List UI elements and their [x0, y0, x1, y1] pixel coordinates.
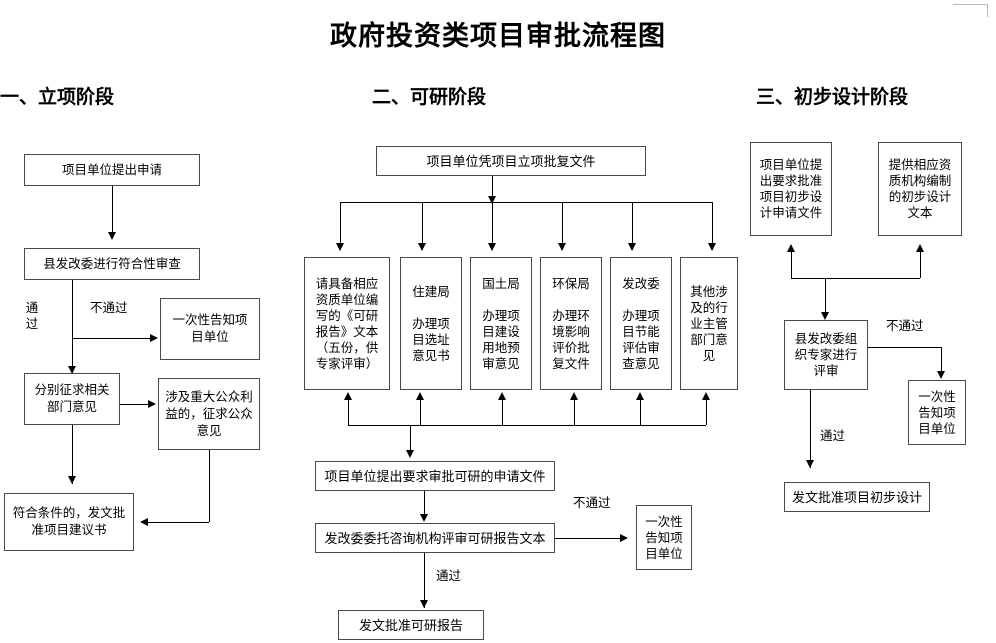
arrowhead-bus-drop-2	[418, 243, 426, 251]
arrowhead-collect-rise-1	[344, 392, 352, 400]
node-stage1-public-opinion[interactable]: 涉及重大公众利 益的，征求公众 意见	[158, 378, 260, 450]
edge-collect-rise-1	[348, 400, 349, 425]
node-stage2-parallel-1[interactable]: 请具备相应 资质单位编 写的《可研 报告》文本 （五份，供 专家评审）	[304, 257, 390, 390]
edge-collect-to-approve	[72, 425, 73, 484]
edge-collect-rise-6	[706, 400, 707, 425]
arrowhead-bus-drop-4	[558, 243, 566, 251]
edge-collect-rise-2	[420, 400, 421, 425]
arrowhead-expert-fail	[620, 534, 628, 542]
arrowhead-join-rise-left	[787, 244, 795, 252]
edge-apply-to-review	[112, 186, 113, 234]
arrowhead-bus-drop-1	[336, 243, 344, 251]
edge-bus-drop-5	[632, 202, 633, 250]
arrowhead-stage3-pass	[806, 460, 814, 468]
edge-public-to-approve-h	[147, 522, 209, 523]
node-stage2-start[interactable]: 项目单位凭项目立项批复文件	[376, 146, 646, 176]
bus-stage3-join	[791, 278, 920, 279]
arrowhead-collect-rise-3	[498, 392, 506, 400]
section-header-stage3: 三、初步设计阶段	[756, 87, 909, 108]
node-stage1-approve-proposal[interactable]: 符合条件的，发文批 准项目建议书	[4, 493, 134, 551]
node-stage2-parallel-6[interactable]: 其他涉 及的行 业主管 部门意 见	[680, 257, 738, 390]
node-stage2-parallel-5[interactable]: 发改委 办理项 目节能 评估审 查意见	[610, 257, 672, 390]
edge-label-stage2-fail: 不通过	[573, 496, 611, 510]
arrowhead-collect-rise-6	[702, 392, 710, 400]
edge-request-to-expert	[424, 491, 425, 517]
edge-join-rise-left	[791, 252, 792, 278]
edge-label-stage3-fail: 不通过	[886, 319, 924, 333]
edge-bus-drop-1	[340, 202, 341, 250]
arrowhead-apply-to-review	[108, 232, 116, 240]
arrowhead-bus-drop-6	[708, 243, 716, 251]
edge-collect-to-public	[120, 404, 150, 405]
node-stage1-notify-once[interactable]: 一次性告知项 目单位	[160, 298, 260, 360]
arrowhead-collect-rise-2	[416, 392, 424, 400]
node-stage2-notify-once[interactable]: 一次性 告知项 目单位	[636, 505, 692, 570]
node-stage3-expert-review[interactable]: 县发改委组 织专家进行 评审	[784, 320, 868, 390]
arrowhead-request-to-expert	[420, 514, 428, 522]
arrowhead-stage3-fail	[937, 371, 945, 379]
edge-bus-drop-2	[422, 202, 423, 250]
node-stage3-notify-once[interactable]: 一次性 告知项 目单位	[908, 380, 966, 445]
arrowhead-review-fail	[150, 334, 158, 342]
bus-stage2-distribute	[340, 202, 712, 203]
arrowhead-collect-rise-4	[570, 392, 578, 400]
page-corner-mark	[953, 4, 988, 17]
node-stage2-parallel-4[interactable]: 环保局 办理环 境影响 评价批 复文件	[540, 257, 602, 390]
edge-collect-rise-4	[574, 400, 575, 425]
arrowhead-collect-to-approve	[68, 476, 76, 484]
edge-stage3-pass	[810, 390, 811, 468]
arrowhead-join-to-expert	[821, 312, 829, 320]
node-stage3-approve-design[interactable]: 发文批准项目初步设计	[784, 482, 930, 512]
arrowhead-bus-drop-3	[488, 243, 496, 251]
edge-label-stage2-pass: 通过	[436, 569, 462, 583]
bus-stage2-collect	[348, 425, 706, 426]
node-stage3-request[interactable]: 项目单位提 出要求批准 项目初步设 计申请文件	[750, 142, 832, 236]
edge-bus-drop-4	[562, 202, 563, 250]
edge-label-stage1-pass: 通 过	[25, 301, 39, 331]
edge-collect-rise-3	[502, 400, 503, 425]
edge-expert-fail	[555, 538, 623, 539]
arrowhead-join-rise-right	[916, 244, 924, 252]
edge-join-rise-right	[920, 252, 921, 278]
edge-bus-drop-3	[492, 202, 493, 250]
edge-start-to-bus	[492, 176, 493, 200]
node-stage2-request[interactable]: 项目单位提出要求审批可研的申请文件	[315, 461, 555, 491]
edge-collect-rise-5	[640, 400, 641, 425]
node-stage1-apply[interactable]: 项目单位提出申请	[24, 154, 200, 186]
node-stage2-parallel-2[interactable]: 住建局 办理项 目选址 意见书	[400, 257, 462, 390]
node-stage1-review[interactable]: 县发改委进行符合性审查	[24, 248, 200, 280]
edge-bus-to-request	[410, 425, 411, 453]
page-title: 政府投资类项目审批流程图	[330, 21, 666, 51]
edge-stage3-fail-h	[868, 347, 942, 348]
arrowhead-expert-pass	[420, 600, 428, 608]
node-stage2-expert-review[interactable]: 发改委委托咨询机构评审可研报告文本	[315, 523, 555, 553]
arrowhead-public-to-approve	[140, 518, 148, 526]
section-header-stage1: 一、立项阶段	[0, 87, 115, 108]
edge-label-stage1-fail: 不通过	[90, 301, 128, 315]
edge-review-fail	[72, 338, 152, 339]
edge-public-to-approve-v	[209, 450, 210, 522]
node-stage2-parallel-3[interactable]: 国土局 办理项 目建设 用地预 审意见	[470, 257, 532, 390]
node-stage1-collect-dept[interactable]: 分别征求相关 部门意见	[24, 373, 120, 425]
edge-bus-drop-6	[712, 202, 713, 250]
arrowhead-bus-to-request	[406, 450, 414, 458]
section-header-stage2: 二、可研阶段	[372, 87, 487, 108]
arrowhead-review-pass	[68, 366, 76, 374]
arrowhead-collect-rise-5	[636, 392, 644, 400]
node-stage3-design-text[interactable]: 提供相应资 质机构编制 的初步设计 文本	[878, 142, 962, 236]
edge-label-stage3-pass: 通过	[820, 429, 846, 443]
edge-review-pass	[72, 280, 73, 374]
arrowhead-collect-to-public	[148, 400, 156, 408]
arrowhead-start-to-bus	[488, 196, 496, 204]
node-stage2-approve-report[interactable]: 发文批准可研报告	[338, 610, 484, 640]
edge-stage3-fail-v	[941, 347, 942, 375]
edge-join-to-expert	[825, 278, 826, 316]
edge-expert-pass	[424, 553, 425, 608]
arrowhead-bus-drop-5	[628, 243, 636, 251]
